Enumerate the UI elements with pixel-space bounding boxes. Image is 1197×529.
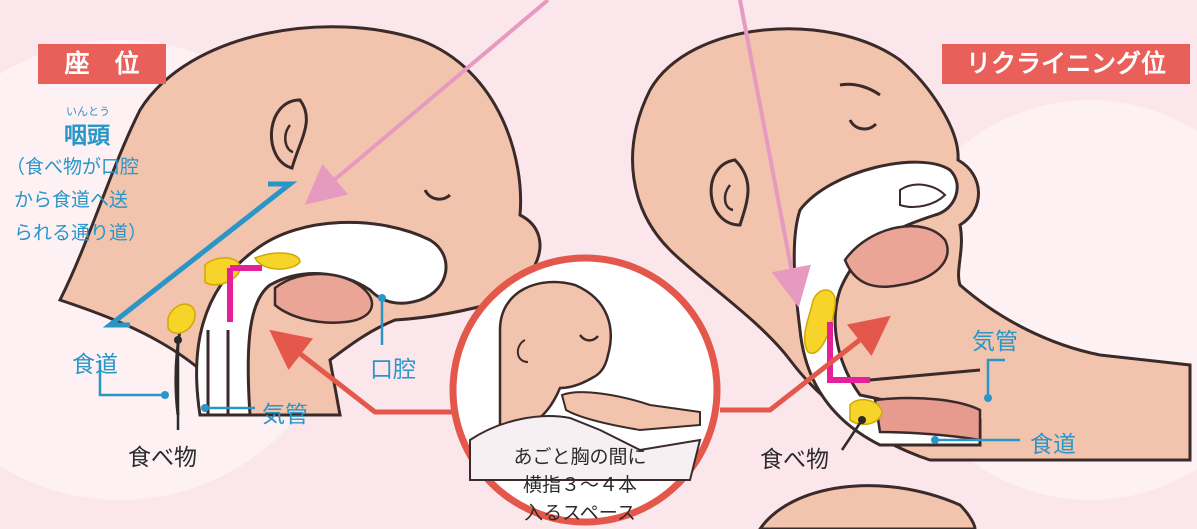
center-caption-line-2: 横指３～４本 (522, 474, 637, 496)
pink-arrow-left (304, 0, 550, 205)
food-pointer-right (840, 419, 864, 451)
arrow-to-left (269, 329, 455, 415)
oral-cavity-label: 口腔 (370, 357, 416, 383)
center-caption-line-3: 入るスペース (524, 502, 636, 524)
esophagus-pointer (98, 360, 165, 397)
trachea-label-right: 気管 (972, 329, 1018, 355)
esophagus-label-right: 食道 (1030, 432, 1076, 458)
pharynx-bracket (102, 181, 298, 328)
sitting-position-badge: 座 位 (38, 44, 166, 84)
pharynx-label: 咽頭 (64, 123, 110, 149)
arrow-to-right (720, 315, 891, 413)
right-trachea-pointer (986, 358, 1005, 398)
food-label-right: 食べ物 (760, 447, 829, 473)
esophagus-label-left: 食道 (72, 352, 118, 378)
center-caption-line-1: あごと胸の間に (513, 446, 647, 468)
right-head-figure (631, 27, 1192, 462)
pharynx-ruby: いんとう (66, 105, 110, 118)
pharynx-note-line-2: から食道へ送 (14, 189, 129, 211)
center-inset (449, 254, 721, 526)
pink-arrow-right (738, 0, 811, 308)
food-label-left: 食べ物 (128, 445, 197, 471)
center-caption: あごと胸の間に 横指３～４本 入るスペース (480, 443, 680, 527)
pharynx-note-line-3: られる通り道） (14, 222, 148, 244)
trachea-label-left: 気管 (262, 402, 308, 428)
reclining-position-badge: リクライニング位 (942, 44, 1190, 84)
pharynx-note-line-1: （食べ物が口腔 (6, 156, 140, 178)
